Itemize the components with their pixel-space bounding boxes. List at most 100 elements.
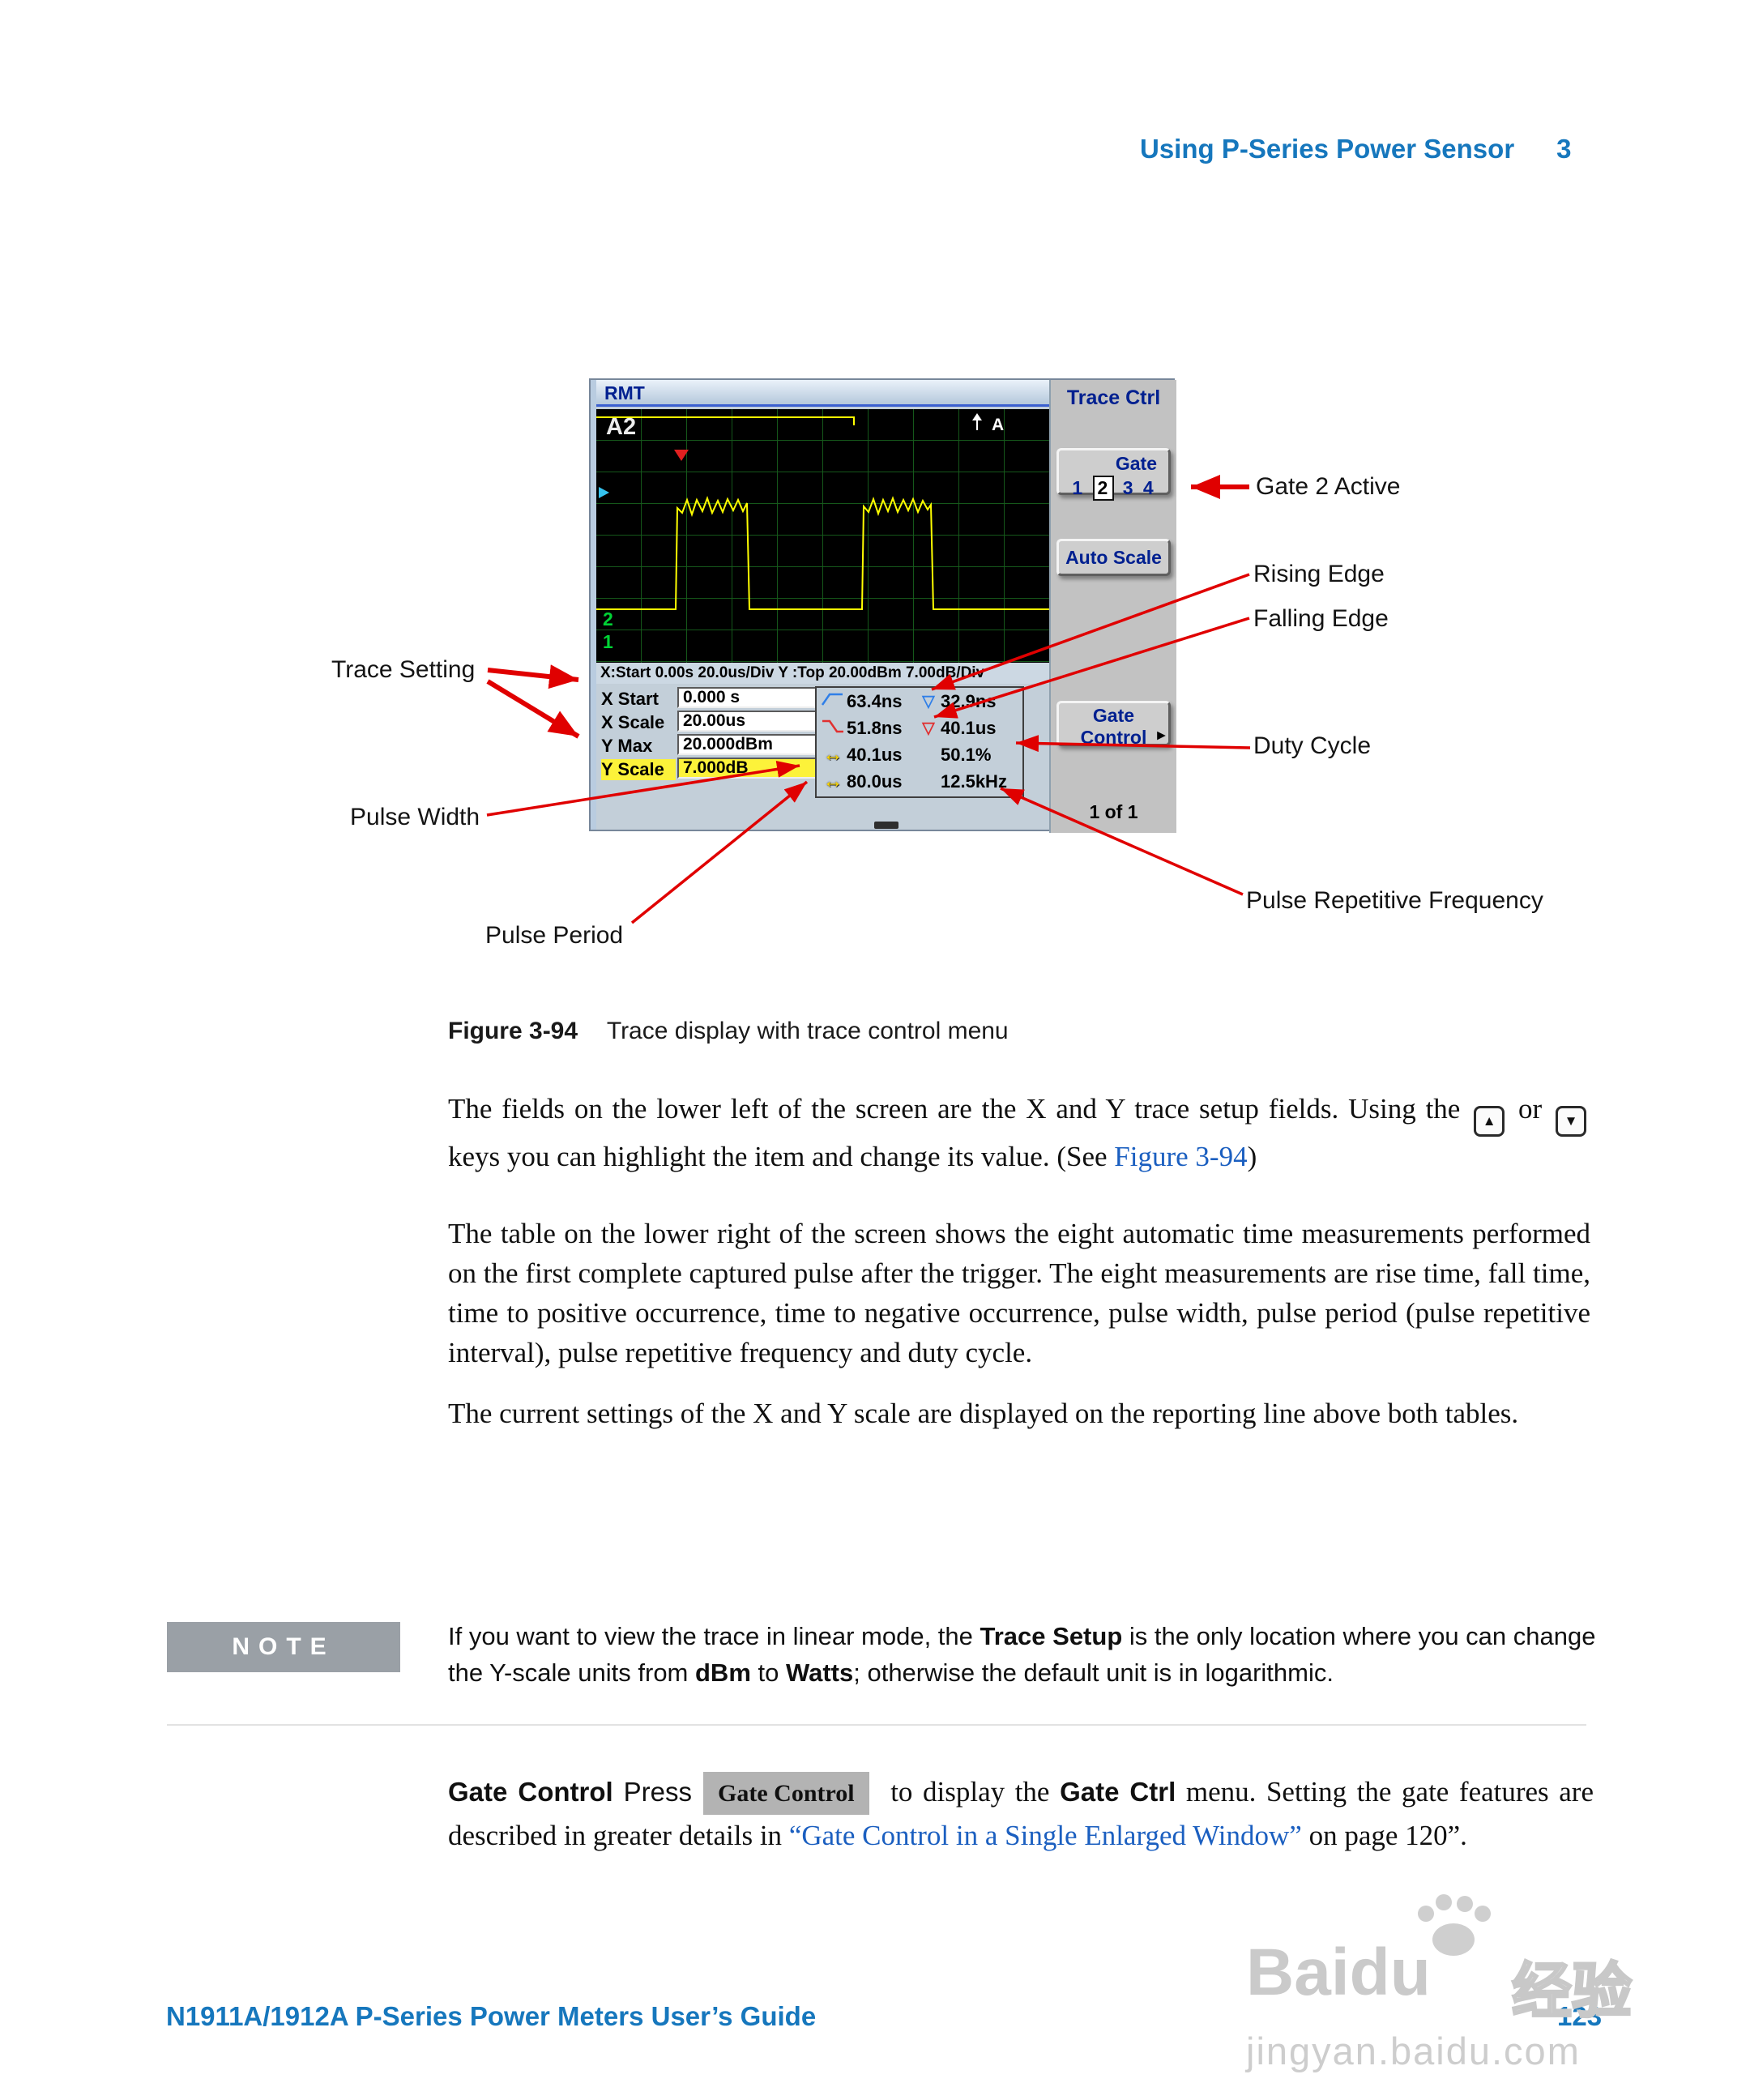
gate-marker-2: 2	[603, 608, 613, 630]
gate-control-press: Press	[612, 1777, 693, 1807]
field-row-xstart: X Start 0.000 s	[600, 687, 817, 709]
scope-lower-panel: X Start 0.000 s X Scale 20.00us Y Max 20…	[596, 684, 1049, 833]
pulse-period-icon: ↔	[822, 770, 843, 792]
note-t2: is the only location where you can chang…	[448, 1622, 1596, 1687]
yscale-field[interactable]: 7.000dB	[677, 758, 817, 779]
note-t3: to	[750, 1658, 786, 1687]
gate-control-window-link[interactable]: “Gate Control in a Single Enlarged Windo…	[788, 1820, 1302, 1851]
p1-text-a: The fields on the lower left of the scre…	[448, 1093, 1470, 1125]
watermark-brand: Baidu	[1246, 1936, 1431, 2009]
scale-status-line: X:Start 0.00s 20.0us/Div Y :Top 20.00dBm…	[596, 663, 1049, 684]
auto-measurement-table: 63.4ns ▽ 32.9ns 51.8ns ▽ 40.1us ↔ 40.1us…	[815, 686, 1024, 798]
pulse-rep-freq-value: 12.5kHz	[941, 770, 1007, 792]
arrow-trace-setting-2	[486, 679, 580, 739]
note-t1: If you want to view the trace in linear …	[448, 1622, 980, 1650]
rising-edge-marker-icon: ▽	[922, 693, 935, 711]
neg-occurrence-value: 40.1us	[941, 717, 997, 738]
ymax-field[interactable]: 20.000dBm	[677, 734, 817, 755]
chapter-number: 3	[1556, 134, 1572, 164]
gate-control-line2: Control	[1080, 727, 1147, 748]
watermark-brand-cn: 经验	[1511, 1957, 1633, 2026]
rise-time-icon	[819, 691, 847, 711]
section-title: Using P-Series Power Sensor	[1140, 134, 1515, 164]
power-meter-screenshot: RMT A2 A 2 1 X:Start 0.00s 20.0us/Div Y …	[589, 378, 1176, 833]
trigger-level-marker	[599, 487, 609, 498]
gate-control-line1: Gate	[1092, 705, 1135, 726]
paragraph-trace-setup: The fields on the lower left of the scre…	[448, 1089, 1590, 1176]
meas-row-width: ↔ 40.1us 50.1%	[817, 741, 1022, 768]
gate-marker-line	[596, 416, 855, 425]
gate-digits: 1 2 3 4	[1059, 475, 1168, 501]
scope-left-bezel	[591, 380, 596, 830]
gate-digit-2-active: 2	[1092, 476, 1115, 501]
footer-page-number: 123	[1557, 2001, 1603, 2031]
remote-indicator: RMT	[604, 382, 645, 403]
meas-row-rise: 63.4ns ▽ 32.9ns	[817, 688, 1022, 715]
field-label: Y Max	[601, 736, 653, 756]
gate-control-key-button[interactable]: Gate Control	[703, 1772, 869, 1815]
field-label: X Scale	[601, 712, 665, 732]
figure-caption: Figure 3-94 Trace display with trace con…	[448, 1018, 1009, 1045]
paragraph-scale-settings: The current settings of the X and Y scal…	[448, 1398, 1519, 1429]
watermark-url: jingyan.baidu.com	[1246, 2030, 1581, 2072]
p1-text-or: or	[1509, 1093, 1552, 1125]
trigger-delay-marker	[674, 450, 689, 461]
gate-button-label: Gate	[1115, 453, 1157, 474]
falling-edge-marker-icon: ▽	[922, 719, 935, 737]
up-key-icon: ▲	[1474, 1106, 1505, 1137]
pulse-width-value: 40.1us	[847, 744, 903, 765]
rise-time-value: 63.4ns	[847, 690, 903, 711]
note-bold-dbm: dBm	[695, 1658, 751, 1687]
trigger-position-arrowhead	[972, 413, 982, 420]
pulse-trace	[596, 496, 1049, 610]
trace-waveform	[596, 413, 1049, 610]
field-row-xscale: X Scale 20.00us	[600, 711, 817, 732]
gate-digit-4: 4	[1142, 477, 1155, 498]
duty-cycle-value: 50.1%	[941, 744, 992, 765]
xstart-field[interactable]: 0.000 s	[677, 687, 817, 708]
field-row-yscale: Y Scale 7.000dB	[600, 758, 817, 780]
section-divider	[167, 1724, 1586, 1726]
gate-control-button[interactable]: Gate Control ▸	[1056, 701, 1171, 748]
note-bold-trace-setup: Trace Setup	[980, 1622, 1123, 1650]
p1-text-c: )	[1247, 1141, 1257, 1172]
gs-bold-gate-ctrl: Gate Ctrl	[1060, 1777, 1176, 1807]
field-label: Y Scale	[601, 759, 676, 780]
label-duty-cycle: Duty Cycle	[1253, 732, 1372, 759]
fall-occurrence-value: 32.9ns	[941, 690, 997, 711]
note-text: If you want to view the trace in linear …	[448, 1618, 1605, 1691]
fall-time-icon	[819, 718, 847, 738]
paragraph-measurement-table: The table on the lower right of the scre…	[448, 1218, 1590, 1368]
note-bold-watts: Watts	[785, 1658, 854, 1687]
note-t4: ; otherwise the default unit is in logar…	[853, 1658, 1334, 1687]
arrow-trace-setting-1	[487, 664, 579, 689]
gate-marker-1: 1	[603, 631, 613, 652]
gate-select-button[interactable]: Gate 1 2 3 4	[1056, 448, 1171, 501]
xscale-field[interactable]: 20.00us	[677, 711, 817, 732]
trace-label: A2	[606, 414, 637, 440]
figure-caption-label: Figure 3-94	[448, 1018, 578, 1044]
baidu-paw-icon	[1418, 1894, 1491, 1956]
label-falling-edge: Falling Edge	[1253, 605, 1389, 632]
gate-digit-3: 3	[1122, 477, 1135, 498]
menu-pager: 1 of 1	[1089, 801, 1138, 822]
meas-row-fall: 51.8ns ▽ 40.1us	[817, 715, 1022, 741]
gs-t1: to display the	[880, 1776, 1061, 1808]
label-gate2-active: Gate 2 Active	[1256, 473, 1401, 500]
gate-digit-1: 1	[1072, 477, 1085, 498]
trigger-source-label: A	[992, 416, 1005, 434]
pulse-period-value: 80.0us	[847, 770, 903, 792]
down-arrow-glyph: ▼	[1564, 1113, 1578, 1129]
display-handle	[874, 822, 898, 829]
gate-control-heading: Gate Control	[448, 1777, 613, 1807]
field-label: X Start	[601, 689, 659, 709]
figure-cross-reference-link[interactable]: Figure 3-94	[1114, 1141, 1248, 1172]
field-row-ymax: Y Max 20.000dBm	[600, 734, 817, 756]
gs-t2: menu. Setting the gate features are desc…	[448, 1776, 1594, 1851]
down-key-icon: ▼	[1556, 1106, 1586, 1137]
scope-title-bar: RMT	[596, 380, 1049, 407]
menu-title: Trace Ctrl	[1066, 386, 1161, 409]
auto-scale-button[interactable]: Auto Scale	[1056, 539, 1171, 576]
gs-t3: on page 120”.	[1301, 1820, 1467, 1851]
